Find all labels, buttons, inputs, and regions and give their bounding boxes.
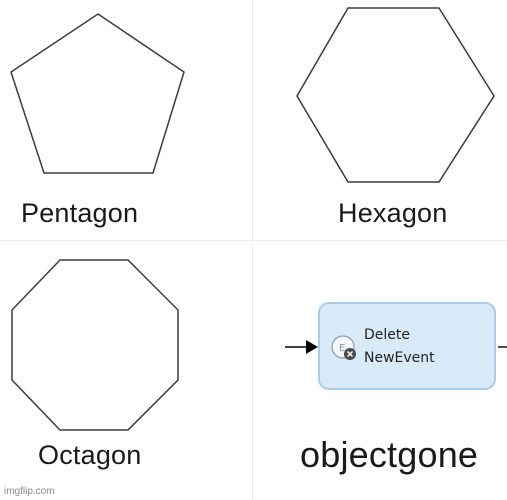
node-label-line1: Delete (364, 327, 410, 343)
flow-panel (260, 250, 507, 440)
hexagon-caption: Hexagon (338, 198, 448, 228)
hexagon-panel (290, 0, 500, 200)
object-caption: objectgone (300, 434, 479, 475)
octagon-shape (11, 259, 179, 431)
delete-event-node[interactable]: E Delete NewEvent (318, 302, 496, 390)
pentagon-shape (10, 13, 185, 174)
hexagon-shape (296, 7, 495, 183)
svg-text:E: E (339, 343, 345, 354)
vertical-divider (252, 0, 253, 500)
connector-lines (285, 340, 507, 354)
pentagon-caption: Pentagon (21, 198, 139, 228)
watermark: imgflip.com (4, 486, 55, 497)
octagon-caption: Octagon (38, 440, 142, 470)
node-label-line2: NewEvent (364, 350, 435, 366)
octagon-panel (0, 250, 190, 440)
delete-event-icon: E (331, 335, 356, 360)
horizontal-divider (0, 240, 507, 241)
arrow-head-icon (306, 340, 318, 354)
pentagon-panel (0, 0, 200, 200)
